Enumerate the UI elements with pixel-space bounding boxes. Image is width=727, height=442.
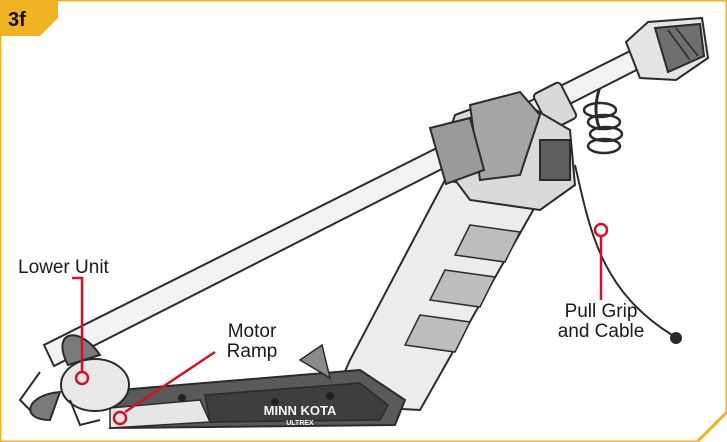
motor-ramp-label: Motor Ramp: [212, 322, 292, 362]
stow-base: [108, 343, 407, 430]
pull-grip-label: Pull Grip and Cable: [548, 302, 654, 342]
motor-ramp-line1: Motor: [227, 321, 277, 342]
brand-line2: ULTREX: [286, 420, 314, 427]
coil-cable: [582, 101, 624, 155]
step-badge: [0, 0, 58, 36]
control-head: [624, 16, 710, 82]
motor-ramp-leader: [124, 350, 216, 414]
lower-unit-dot: [74, 370, 90, 386]
pull-grip-line2: and Cable: [557, 321, 645, 342]
brand-line1: MINN KOTA: [264, 403, 337, 418]
lower-unit-label: Lower Unit: [18, 257, 109, 278]
arm-slots: [403, 224, 522, 353]
pull-grip-dot: [593, 222, 609, 238]
motor-ramp-line2: Ramp: [226, 341, 278, 362]
callout-leaders: [72, 222, 609, 426]
motor-head: [428, 90, 577, 212]
pull-grip-knob: [670, 332, 682, 344]
lower-unit-leader: [72, 276, 84, 372]
pull-grip-line1: Pull Grip: [564, 301, 638, 322]
step-badge-label: 3f: [8, 9, 26, 31]
motor-ramp-dot: [112, 410, 128, 426]
